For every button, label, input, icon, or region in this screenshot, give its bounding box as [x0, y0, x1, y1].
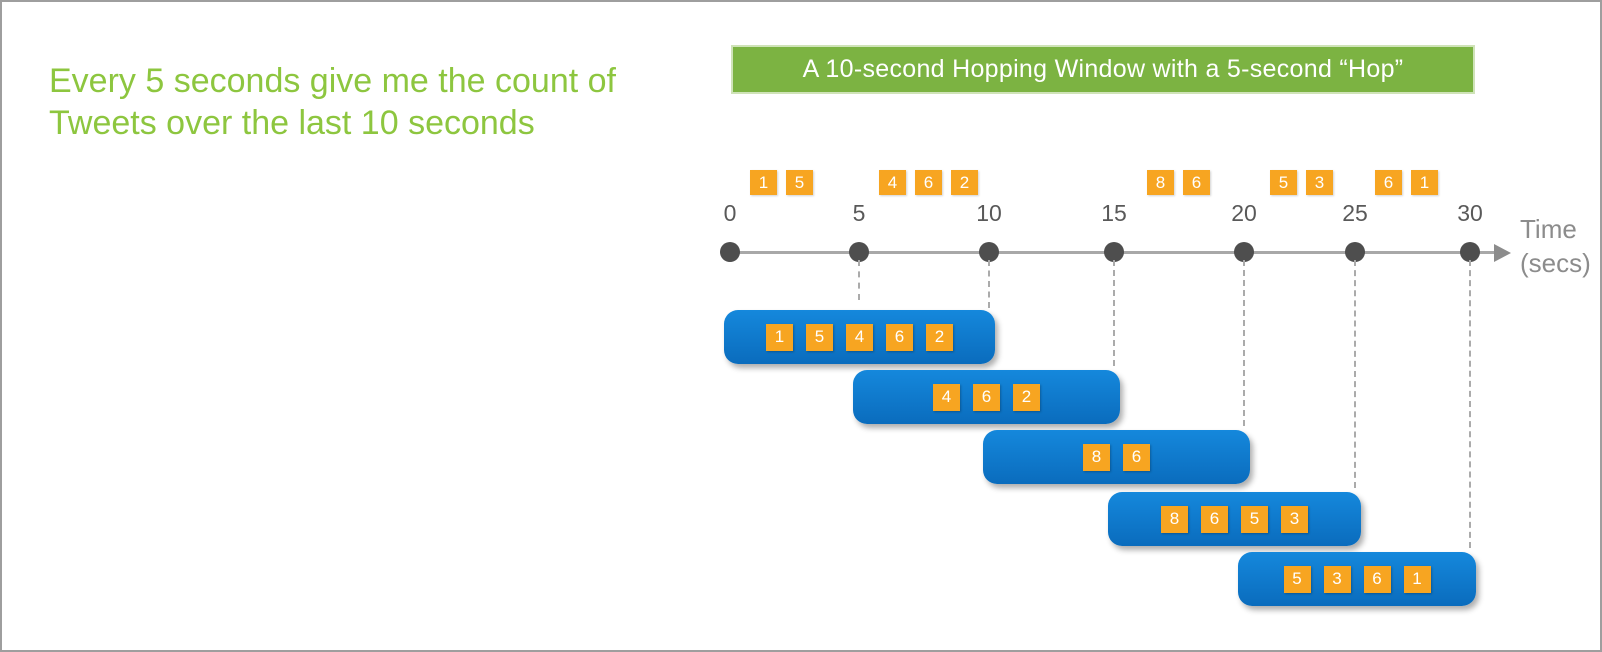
drop-line-30 [1469, 260, 1471, 548]
window-event-value: 6 [1363, 565, 1391, 593]
timeline-dot-5 [849, 242, 869, 262]
window-event-value: 1 [766, 323, 793, 351]
window-event-value: 3 [1281, 505, 1308, 533]
window-event-value: 6 [1201, 505, 1228, 533]
window-event-value: 5 [1283, 565, 1311, 593]
window-event-value: 1 [1403, 565, 1431, 593]
timeline-dot-30 [1460, 242, 1480, 262]
tick-label-30: 30 [1457, 200, 1483, 226]
stream-event-value: 6 [1375, 170, 1402, 195]
axis-unit-label: Time (secs) [1520, 212, 1591, 280]
window-event-value: 4 [846, 323, 873, 351]
stream-event-value: 6 [915, 170, 942, 195]
window-event-value: 3 [1323, 565, 1351, 593]
timeline-dot-10 [979, 242, 999, 262]
drop-line-25 [1354, 260, 1356, 488]
drop-line-15 [1113, 260, 1115, 366]
title-banner: A 10-second Hopping Window with a 5-seco… [731, 45, 1475, 94]
tick-label-20: 20 [1231, 200, 1257, 226]
drop-line-10 [988, 260, 990, 308]
window-event-value: 2 [926, 323, 953, 351]
stream-event-value: 6 [1183, 170, 1210, 195]
window-event-value: 8 [1161, 505, 1188, 533]
window-event-value: 4 [933, 383, 960, 411]
timeline-dot-15 [1104, 242, 1124, 262]
headline: Every 5 seconds give me the count of Twe… [49, 62, 616, 142]
drop-line-20 [1243, 260, 1245, 426]
stream-event-value: 5 [1270, 170, 1297, 195]
window-event-value: 5 [806, 323, 833, 351]
stream-event-value: 4 [879, 170, 906, 195]
stream-event-value: 3 [1306, 170, 1333, 195]
tick-label-15: 15 [1101, 200, 1127, 226]
banner-title: A 10-second Hopping Window with a 5-seco… [802, 55, 1404, 83]
timeline-dot-25 [1345, 242, 1365, 262]
window-event-value: 6 [973, 383, 1000, 411]
stream-event-value: 2 [951, 170, 978, 195]
tick-label-0: 0 [723, 200, 737, 226]
window-event-value: 8 [1083, 443, 1110, 471]
stream-event-value: 1 [1411, 170, 1438, 195]
timeline-dot-0 [720, 242, 740, 262]
window-event-value: 2 [1013, 383, 1040, 411]
tick-label-25: 25 [1342, 200, 1368, 226]
tick-label-10: 10 [976, 200, 1002, 226]
window-event-value: 6 [1123, 443, 1150, 471]
window-event-value: 6 [886, 323, 913, 351]
stream-event-value: 8 [1147, 170, 1174, 195]
drop-line-5 [858, 260, 860, 300]
tick-label-5: 5 [852, 200, 866, 226]
stream-event-value: 5 [786, 170, 813, 195]
axis-unit-label-line1: Time [1520, 214, 1577, 244]
window-event-value: 5 [1241, 505, 1268, 533]
axis-unit-label-line2: (secs) [1520, 248, 1591, 278]
timeline-arrow-icon [1494, 244, 1511, 262]
timeline-dot-20 [1234, 242, 1254, 262]
stream-event-value: 1 [750, 170, 777, 195]
